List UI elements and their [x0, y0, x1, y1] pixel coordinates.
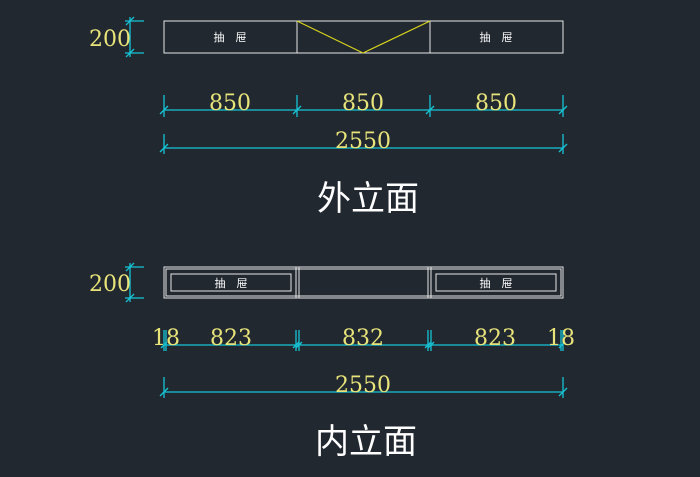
inner-segment-dimensions: 18 823 832 823 18 — [152, 326, 575, 351]
outer-segment-dimensions: 850 850 850 — [159, 91, 568, 117]
outer-height-dimension: 200 — [89, 16, 144, 58]
outer-elevation: 200 抽 屉 抽 屉 850 850 850 — [89, 16, 568, 219]
inner-dim-1: 823 — [210, 326, 252, 351]
inner-dim-3: 823 — [474, 326, 516, 351]
outer-drawer-left-label: 抽 屉 — [214, 30, 247, 44]
inner-height-dimension: 200 — [89, 262, 144, 303]
outer-drawer-right-label: 抽 屉 — [480, 30, 513, 44]
outer-dim-3: 850 — [475, 91, 517, 116]
outer-dim-2: 850 — [342, 91, 384, 116]
inner-height-dim-text: 200 — [89, 272, 131, 297]
inner-elevation: 200 抽 屉 抽 屉 — [89, 262, 575, 462]
inner-drawer-left-label: 抽 屉 — [215, 276, 248, 290]
inner-total-dimension: 2550 — [159, 373, 568, 398]
outer-height-dim-text: 200 — [89, 27, 131, 52]
outer-total-dim-text: 2550 — [335, 129, 391, 154]
inner-total-dim-text: 2550 — [335, 373, 391, 398]
inner-dim-right-panel: 18 — [547, 326, 575, 351]
inner-drawer-right-label: 抽 屉 — [480, 276, 513, 290]
outer-dim-1: 850 — [209, 91, 251, 116]
open-panel-diagonal — [296, 20, 431, 54]
inner-dim-left-panel: 18 — [152, 326, 180, 351]
inner-dim-2: 832 — [342, 326, 384, 351]
outer-total-dimension: 2550 — [159, 129, 568, 154]
inner-elevation-title: 内立面 — [315, 422, 417, 462]
inner-cabinet: 抽 屉 抽 屉 — [163, 266, 564, 299]
outer-elevation-title: 外立面 — [317, 179, 419, 219]
outer-cabinet: 抽 屉 抽 屉 — [163, 20, 564, 54]
